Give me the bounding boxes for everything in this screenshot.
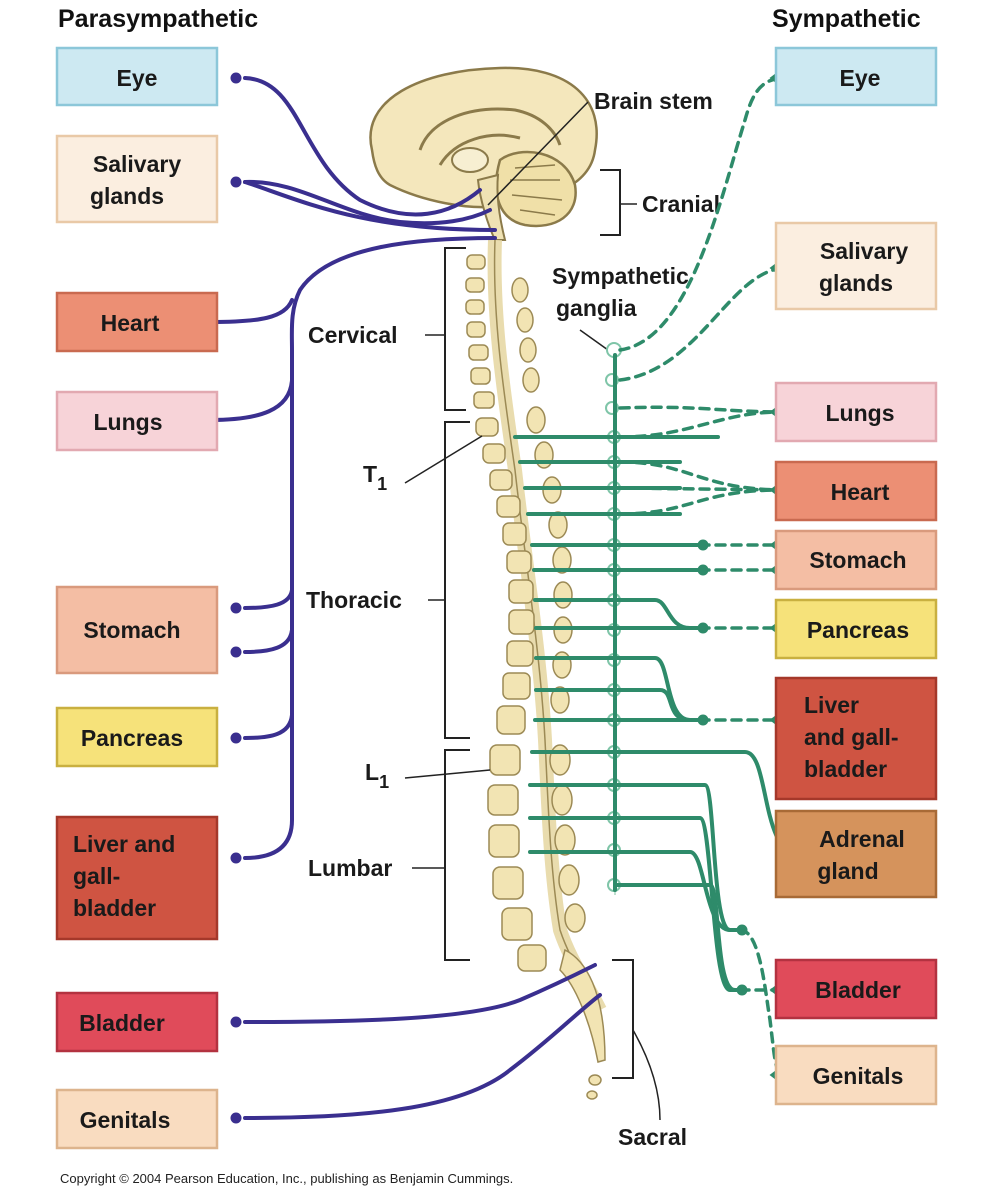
cranial-bracket xyxy=(600,169,621,236)
l1-label: L1 xyxy=(365,759,389,792)
copyright-notice: Copyright © 2004 Pearson Education, Inc.… xyxy=(60,1171,513,1186)
left-organ-stomach: Stomach xyxy=(55,585,219,675)
left-lungs-label: Lungs xyxy=(94,409,163,435)
left-organ-salivary-glands: Salivary glands xyxy=(55,134,219,224)
left-bladder-label: Bladder xyxy=(79,1010,165,1036)
left-stomach-label: Stomach xyxy=(83,617,180,643)
left-genitals-label: Genitals xyxy=(80,1107,171,1133)
brain-stem-label: Brain stem xyxy=(594,88,713,114)
cranial-label: Cranial xyxy=(642,191,720,217)
sacrum xyxy=(559,948,606,1063)
right-genitals-label: Genitals xyxy=(813,1063,904,1089)
right-adrenal-label-1: Adrenal xyxy=(819,826,905,852)
parasympathetic-header: Parasympathetic xyxy=(58,5,258,33)
right-pancreas-label: Pancreas xyxy=(807,617,909,643)
cervical-label: Cervical xyxy=(308,322,398,348)
right-salivary-label-2: glands xyxy=(819,270,893,296)
right-organ-stomach: Stomach xyxy=(774,529,938,591)
brain-stem-shape xyxy=(476,173,507,241)
lumbar-bracket xyxy=(444,749,470,961)
left-organ-eye: Eye xyxy=(55,46,219,107)
right-adrenal-label-2: gland xyxy=(817,858,878,884)
right-bladder-label: Bladder xyxy=(815,977,901,1003)
right-stomach-label: Stomach xyxy=(809,547,906,573)
left-salivary-label-2: glands xyxy=(90,183,164,209)
right-salivary-label-1: Salivary xyxy=(820,238,908,264)
left-organ-genitals: Genitals xyxy=(55,1088,219,1150)
sacral-bracket xyxy=(612,959,634,1079)
right-heart-label: Heart xyxy=(831,479,890,505)
right-liver-label-3: bladder xyxy=(804,756,887,782)
left-liver-label-2: gall- xyxy=(73,863,120,889)
left-pancreas-label: Pancreas xyxy=(81,725,183,751)
sympathetic-postganglionic-nerves xyxy=(618,76,787,1077)
right-organ-adrenal-gland: Adrenal gland xyxy=(774,809,938,899)
right-organ-salivary-glands: Salivary glands xyxy=(774,221,938,311)
right-liver-label-2: and gall- xyxy=(804,724,899,750)
thoracic-bracket xyxy=(444,421,470,739)
brain-illustration xyxy=(369,66,598,241)
right-liver-label-1: Liver xyxy=(804,692,859,718)
left-organ-bladder: Bladder xyxy=(55,991,219,1053)
right-organ-heart: Heart xyxy=(774,460,938,522)
left-organ-heart: Heart xyxy=(55,291,219,353)
lumbar-label: Lumbar xyxy=(308,855,392,881)
thoracic-label: Thoracic xyxy=(306,587,402,613)
right-organ-genitals: Genitals xyxy=(774,1044,938,1106)
left-eye-label: Eye xyxy=(117,65,158,91)
left-liver-label-3: bladder xyxy=(73,895,156,921)
right-organ-pancreas: Pancreas xyxy=(774,598,938,660)
parasympathetic-nerves xyxy=(208,76,602,1120)
cervical-bracket xyxy=(444,247,466,411)
right-lungs-label: Lungs xyxy=(826,400,895,426)
sacral-label: Sacral xyxy=(618,1124,687,1150)
right-eye-label: Eye xyxy=(840,65,881,91)
left-organ-pancreas: Pancreas xyxy=(55,706,219,768)
right-organ-eye: Eye xyxy=(774,46,938,107)
sympathetic-header: Sympathetic xyxy=(772,5,921,33)
left-organ-lungs: Lungs xyxy=(55,390,219,452)
left-heart-label: Heart xyxy=(101,310,160,336)
sympathetic-ganglia-label-2: ganglia xyxy=(556,295,637,321)
right-organ-liver-gallbladder: Liver and gall- bladder xyxy=(774,676,938,801)
left-liver-label-1: Liver and xyxy=(73,831,175,857)
right-organ-lungs: Lungs xyxy=(774,381,938,443)
sympathetic-ganglia-label: Sympathetic xyxy=(552,263,689,289)
left-salivary-label-1: Salivary xyxy=(93,151,181,177)
left-organ-liver-gallbladder: Liver and gall- bladder xyxy=(55,815,219,941)
sympathetic-nerve-endings xyxy=(697,70,781,1083)
right-organ-bladder: Bladder xyxy=(774,958,938,1020)
t1-label: T1 xyxy=(363,461,387,494)
